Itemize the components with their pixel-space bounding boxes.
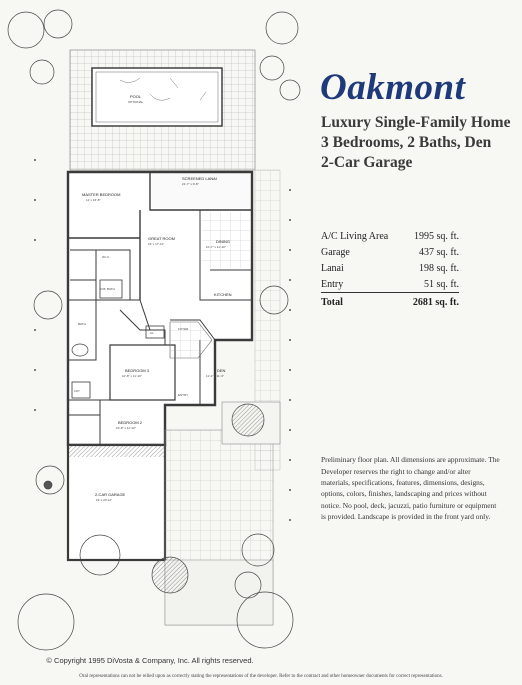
footnote-text: Oral representations can not be relied u… xyxy=(79,674,443,679)
area-value: 198 sq. ft. xyxy=(419,262,459,274)
model-subtitle: Luxury Single-Family Home 3 Bedrooms, 2 … xyxy=(321,113,521,173)
garage-label: 2-CAR GARAGE xyxy=(95,492,126,497)
lanai-dim: 21'-7" x 9'-8" xyxy=(182,182,199,186)
subtitle-line-1: Luxury Single-Family Home xyxy=(321,114,511,131)
great-room-label: GREAT ROOM xyxy=(148,236,175,241)
master-label: MASTER BEDROOM xyxy=(82,192,120,197)
area-label: Garage xyxy=(321,246,350,258)
landscape-trees xyxy=(7,9,301,651)
great-room-dim: 16' x 17'-11" xyxy=(148,242,164,246)
area-label: Entry xyxy=(321,278,344,290)
mbath-label: M.B. BATH xyxy=(100,287,115,291)
area-label: A/C Living Area xyxy=(321,230,389,242)
den-dim: 11'-2" x 11'-4" xyxy=(206,374,224,378)
dining-label: DINING xyxy=(216,239,230,244)
screen-enclosure-dots xyxy=(34,159,291,521)
floor-plan-drawing: POOL OPTIONAL xyxy=(7,9,301,651)
dining-dim: 10'-7" x 11'-10" xyxy=(206,245,226,249)
area-total-label: Total xyxy=(321,292,403,311)
area-value: 51 sq. ft. xyxy=(424,278,459,290)
bedroom2-label: BEDROOM 2 xyxy=(118,420,143,425)
laundry-label: LDY xyxy=(74,389,80,393)
wic-label: W.I.C. xyxy=(102,255,110,259)
lanai-label: SCREENED LANAI xyxy=(182,176,217,181)
area-row: Lanai 198 sq. ft. xyxy=(321,260,459,276)
garage xyxy=(66,443,167,562)
subtitle-line-3: 2-Car Garage xyxy=(321,154,413,171)
pool-dim: OPTIONAL xyxy=(128,100,144,104)
bath-label: BATH xyxy=(78,322,86,326)
area-value: 437 sq. ft. xyxy=(419,246,459,258)
area-row: A/C Living Area 1995 sq. ft. xyxy=(321,228,459,244)
area-label: Lanai xyxy=(321,262,344,274)
subtitle-line-2: 3 Bedrooms, 2 Baths, Den xyxy=(321,134,492,151)
pool: POOL OPTIONAL xyxy=(91,67,223,127)
entry-label: ENTRY xyxy=(178,393,188,397)
area-row: Garage 437 sq. ft. xyxy=(321,244,459,260)
area-total-row: Total 2681 sq. ft. xyxy=(321,292,459,311)
area-total-value: 2681 sq. ft. xyxy=(402,292,459,311)
foyer-label: FOYER xyxy=(178,327,189,331)
area-value: 1995 sq. ft. xyxy=(414,230,459,242)
area-row: Entry 51 sq. ft. xyxy=(321,276,459,293)
master-dim: 11' x 16'-8" xyxy=(86,198,101,202)
bedroom3-label: BEDROOM 3 xyxy=(125,368,150,373)
bedroom3-dim: 10'-8" x 11'-10" xyxy=(122,374,142,378)
bedroom2-dim: 10'-8" x 11'-10" xyxy=(116,426,136,430)
den-label: DEN xyxy=(217,368,226,373)
copyright-text: © Copyright 1995 DiVosta & Company, Inc.… xyxy=(46,656,254,665)
disclaimer-text: Preliminary floor plan. All dimensions a… xyxy=(321,455,500,521)
area-table: A/C Living Area 1995 sq. ft. Garage 437 … xyxy=(321,228,459,311)
garage-dim: 19' x 20'-11" xyxy=(96,498,112,502)
closet-label: CL xyxy=(150,331,154,335)
kitchen-label: KITCHEN xyxy=(214,292,232,297)
pool-label: POOL xyxy=(130,94,142,99)
model-title: Oakmont xyxy=(320,67,466,108)
